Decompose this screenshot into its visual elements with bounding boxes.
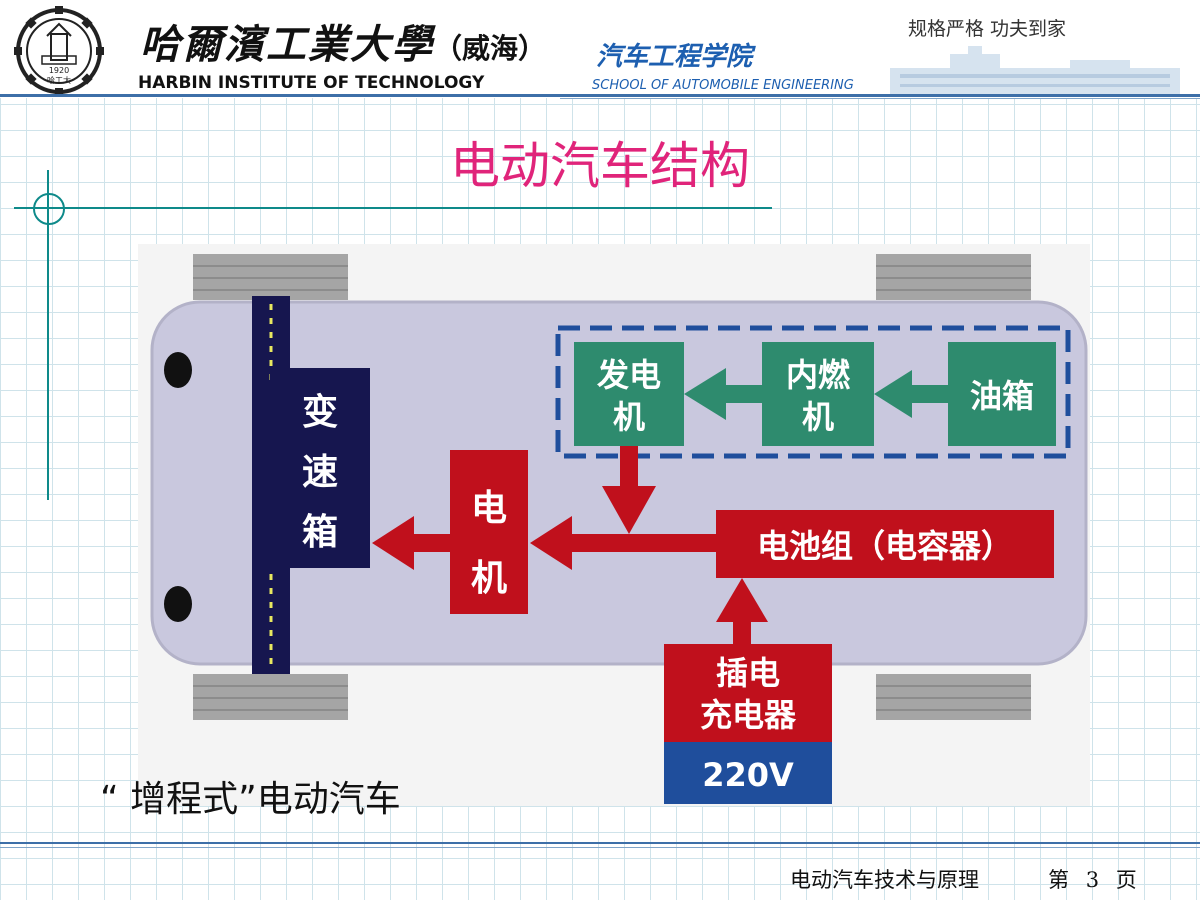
charger-label-1: 插电	[716, 654, 780, 692]
fuel-tank-label: 油箱	[970, 377, 1034, 415]
motor-box	[450, 450, 528, 614]
arrow-charger-to-battery	[716, 578, 768, 644]
header-divider-thin	[560, 98, 1200, 99]
campus-building-icon	[890, 46, 1180, 96]
header: 1920 哈工大 哈爾濱工業大學（威海） 汽车工程学院 HARBIN INSTI…	[0, 0, 1200, 99]
logo-text: 哈工大	[47, 75, 71, 85]
headlight-top	[164, 352, 192, 388]
generator-label-2: 机	[613, 398, 645, 436]
charger-label-2: 充电器	[700, 696, 797, 734]
motor-label-2: 机	[471, 557, 507, 599]
voltage-label: 220V	[702, 756, 794, 794]
gearbox-label-3: 箱	[302, 511, 338, 553]
gearbox-label-1: 变	[302, 391, 338, 433]
decorative-horizontal-line	[14, 207, 772, 209]
footer-divider-thin	[0, 847, 1200, 848]
school-name-en: SCHOOL OF AUTOMOBILE ENGINEERING	[592, 78, 854, 93]
footer-divider	[0, 842, 1200, 844]
battery-label: 电池组（电容器）	[757, 527, 1013, 565]
page-suffix: 页	[1115, 868, 1137, 892]
engine-box	[762, 342, 874, 446]
engine-label-1: 内燃	[786, 356, 851, 394]
university-name-cn: 哈爾濱工業大學（威海）	[140, 12, 546, 70]
university-name-cn-text: 哈爾濱工業大學	[140, 21, 434, 68]
slide-title: 电动汽车结构	[450, 137, 750, 195]
header-divider	[0, 94, 1200, 97]
battery-box	[716, 510, 1054, 578]
motto: 规格严格 功夫到家	[908, 18, 1067, 40]
page-number-value: 3	[1085, 868, 1100, 892]
wheel-rear-left	[193, 674, 348, 720]
diagram-caption: “ 增程式”电动汽车	[100, 779, 401, 820]
charger-box	[664, 644, 832, 742]
gearbox-box	[270, 368, 370, 568]
page-prefix: 第	[1048, 868, 1069, 892]
engine-label-2: 机	[802, 398, 834, 436]
wheel-front-right	[876, 254, 1031, 300]
generator-box	[574, 342, 684, 446]
arrow-fuel-to-engine	[874, 370, 948, 418]
fuel-tank-box	[948, 342, 1056, 446]
motor-label-1: 电	[471, 487, 507, 529]
university-name-en: HARBIN INSTITUTE OF TECHNOLOGY	[138, 73, 485, 93]
wheel-rear-right	[876, 674, 1031, 720]
arrow-motor-to-gearbox	[372, 516, 450, 570]
voltage-box	[664, 742, 832, 804]
decorative-vertical-line	[47, 170, 49, 500]
gearbox-label-2: 速	[302, 451, 338, 493]
decorative-circle	[33, 193, 65, 225]
campus-name-cn: （威海）	[434, 32, 547, 65]
university-logo-icon: 1920 哈工大	[14, 6, 104, 96]
arrow-generator-to-bus	[602, 446, 656, 534]
page-number: 第 3 页	[1048, 864, 1137, 894]
course-name: 电动汽车技术与原理	[790, 868, 979, 892]
generator-label-1: 发电	[597, 356, 661, 394]
range-extended-ev-diagram: 变 速 箱 发电 机 内燃 机 油箱 电 机 电池组（电容器）	[138, 244, 1090, 806]
wheel-front-left	[193, 254, 348, 300]
arrow-engine-to-generator	[684, 368, 762, 420]
logo-year: 1920	[49, 66, 69, 75]
school-name-cn: 汽车工程学院	[596, 42, 753, 72]
headlight-bottom	[164, 586, 192, 622]
arrow-bus-to-motor	[530, 516, 716, 570]
